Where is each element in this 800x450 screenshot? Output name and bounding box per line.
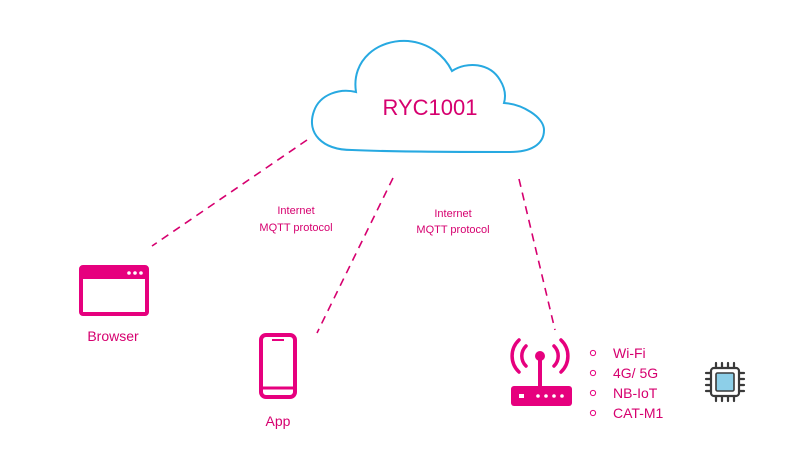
connectivity-item-label: 4G/ 5G [613,365,658,381]
cloud-outline [311,39,546,154]
cloud-icon: RYC1001 [311,39,546,154]
connectivity-item-label: Wi-Fi [613,345,646,361]
microchip-icon [704,361,746,403]
app-label: App [266,413,291,429]
link-left-line2: MQTT protocol [259,222,332,234]
smartphone-icon [259,333,297,399]
link-annotation-left: Internet MQTT protocol [259,205,332,234]
app-connection-line [316,177,394,334]
wireless-router-icon [510,338,572,406]
connectivity-item: 4G/ 5G [589,365,658,381]
link-annotation-right: Internet MQTT protocol [416,208,489,236]
browser-connection-line [151,139,308,247]
browser-label: Browser [87,328,139,344]
connectivity-list: Wi-Fi 4G/ 5G NB-IoT CAT-M1 [589,345,664,421]
router-connection-line [518,178,556,331]
link-right-line2: MQTT protocol [416,224,489,236]
link-right-line1: Internet [434,208,471,220]
connection-lines [151,139,556,334]
connectivity-item: NB-IoT [589,385,658,401]
cloud-label: RYC1001 [383,95,478,120]
connectivity-item-label: CAT-M1 [613,405,664,421]
connectivity-item: Wi-Fi [589,345,646,361]
connectivity-item-label: NB-IoT [613,385,658,401]
connectivity-item: CAT-M1 [589,405,664,421]
link-left-line1: Internet [277,205,314,217]
browser-window-icon [79,265,149,316]
